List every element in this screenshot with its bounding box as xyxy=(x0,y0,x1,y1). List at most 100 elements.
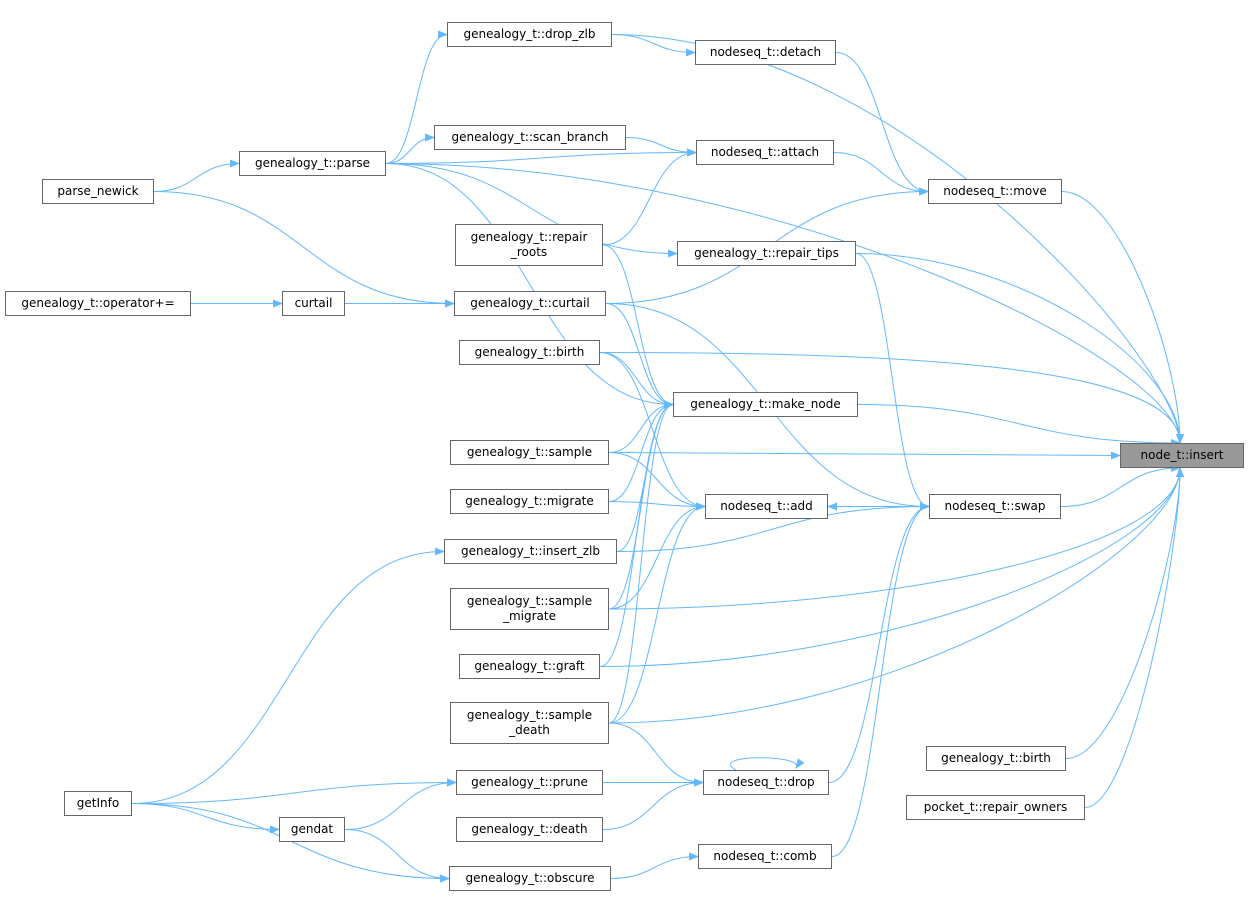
node-label: getInfo xyxy=(76,796,120,810)
edge-parse-to-attach xyxy=(385,148,697,164)
node-label: genealogy_t::make_node xyxy=(690,397,841,411)
node-comb[interactable]: nodeseq_t::comb xyxy=(698,844,832,869)
node-detach[interactable]: nodeseq_t::detach xyxy=(695,40,836,65)
edge-parse-to-drop_zlb xyxy=(385,30,448,164)
edge-death-to-drop xyxy=(602,778,704,830)
node-birth-r[interactable]: genealogy_t::birth xyxy=(926,746,1066,771)
edge-detach-to-move xyxy=(835,52,929,196)
node-label: genealogy_t::migrate xyxy=(465,494,594,508)
edge-gendat-to-obscure xyxy=(344,829,450,883)
node-move[interactable]: nodeseq_t::move xyxy=(928,179,1062,204)
node-label: genealogy_t::obscure xyxy=(465,871,595,885)
node-label: node_t::insert xyxy=(1140,448,1224,462)
edge-birth_r-to-insert xyxy=(1065,467,1184,759)
node-label: genealogy_t::operator+= xyxy=(21,296,175,310)
node-repair-owners[interactable]: pocket_t::repair_owners xyxy=(906,795,1085,820)
edge-repair_roots-to-attach xyxy=(602,148,697,246)
node-migrate[interactable]: genealogy_t::migrate xyxy=(450,489,609,514)
edge-sample-to-insert xyxy=(608,451,1121,460)
node-death[interactable]: genealogy_t::death xyxy=(456,817,603,842)
node-insert: node_t::insert xyxy=(1120,443,1244,468)
edge-repair_tips-to-swap xyxy=(855,253,930,511)
edge-graft-to-insert xyxy=(599,467,1184,667)
node-graft[interactable]: genealogy_t::graft xyxy=(459,654,600,679)
node-label: genealogy_t::death xyxy=(471,822,588,836)
edge-drop-to-drop xyxy=(730,757,805,771)
node-label: pocket_t::repair_owners xyxy=(923,800,1068,814)
edge-parse_newick-to-parse xyxy=(153,159,240,192)
node-attach[interactable]: nodeseq_t::attach xyxy=(696,140,834,165)
edge-attach-to-move xyxy=(833,152,929,196)
node-label: genealogy_t::sample xyxy=(466,445,593,459)
node-curtail[interactable]: genealogy_t::curtail xyxy=(454,291,606,316)
node-label: genealogy_t::birth xyxy=(941,751,1051,765)
edge-parse-to-make_node xyxy=(385,163,674,409)
edge-parse-to-scan_branch xyxy=(385,133,435,164)
node-getInfo[interactable]: getInfo xyxy=(64,791,132,816)
edge-parse-to-repair_tips xyxy=(385,163,678,258)
node-sample-death[interactable]: genealogy_t::sample_death xyxy=(450,702,609,744)
edge-sample-to-make_node xyxy=(608,400,674,453)
edge-sample-to-add xyxy=(608,452,706,511)
node-prune[interactable]: genealogy_t::prune xyxy=(456,770,603,795)
edge-graft-to-make_node xyxy=(599,400,674,667)
node-label: genealogy_t::insert_zlb xyxy=(461,544,600,558)
edge-gendat-to-prune xyxy=(344,778,457,830)
edge-obscure-to-comb xyxy=(610,852,699,879)
node-insert-zlb[interactable]: genealogy_t::insert_zlb xyxy=(444,539,617,564)
node-label: genealogy_t::prune xyxy=(471,775,588,789)
node-label: nodeseq_t::attach xyxy=(710,145,820,159)
node-scan-branch[interactable]: genealogy_t::scan_branch xyxy=(434,125,626,150)
node-label: nodeseq_t::detach xyxy=(709,45,822,59)
node-operator-pluseq[interactable]: genealogy_t::operator+= xyxy=(5,291,191,316)
node-label: curtail xyxy=(294,296,333,310)
node-repair-tips[interactable]: genealogy_t::repair_tips xyxy=(677,241,856,266)
node-parse[interactable]: genealogy_t::parse xyxy=(239,151,386,176)
edge-sample_death-to-add xyxy=(608,502,706,724)
node-label: genealogy_t::scan_branch xyxy=(451,130,609,144)
node-parse-newick[interactable]: parse_newick xyxy=(42,179,154,204)
node-label: gendat xyxy=(290,822,334,836)
edge-sample_migrate-to-add xyxy=(608,502,706,610)
node-obscure[interactable]: genealogy_t::obscure xyxy=(449,866,611,891)
edge-sample_death-to-insert xyxy=(608,467,1184,724)
edge-sample_migrate-to-insert xyxy=(608,467,1184,610)
node-label: nodeseq_t::add xyxy=(720,499,813,513)
edge-parse-to-insert xyxy=(385,163,1184,444)
node-label: genealogy_t::parse xyxy=(254,156,371,170)
node-label: genealogy_t::birth xyxy=(474,345,585,359)
edge-parse_newick-to-curtail xyxy=(153,191,455,308)
node-sample[interactable]: genealogy_t::sample xyxy=(450,440,609,465)
node-birth-l[interactable]: genealogy_t::birth xyxy=(459,340,600,365)
node-curtail-fn[interactable]: curtail xyxy=(282,291,345,316)
edge-migrate-to-add xyxy=(608,501,706,511)
node-label: nodeseq_t::move xyxy=(943,184,1047,198)
node-label: parse_newick xyxy=(57,184,139,198)
node-add[interactable]: nodeseq_t::add xyxy=(705,494,828,519)
node-label: genealogy_t::sample xyxy=(466,594,593,608)
edge-migrate-to-make_node xyxy=(608,400,674,502)
node-label: genealogy_t::repair_tips xyxy=(694,246,839,260)
edge-sample_death-to-make_node xyxy=(608,400,674,724)
node-label: nodeseq_t::swap xyxy=(944,499,1046,513)
node-swap[interactable]: nodeseq_t::swap xyxy=(929,494,1061,519)
edge-birth_l-to-make_node xyxy=(599,352,674,409)
edge-scan_branch-to-attach xyxy=(625,137,697,157)
edge-drop-to-swap xyxy=(828,502,930,783)
node-drop-zlb[interactable]: genealogy_t::drop_zlb xyxy=(447,22,612,47)
node-gendat[interactable]: gendat xyxy=(279,817,345,842)
edge-comb-to-swap xyxy=(831,502,930,857)
node-sample-migrate[interactable]: genealogy_t::sample_migrate xyxy=(450,588,609,630)
edge-swap-to-insert xyxy=(1060,464,1181,507)
node-label: _death xyxy=(509,723,550,737)
node-label: genealogy_t::curtail xyxy=(470,296,590,310)
edge-repair_owners-to-insert xyxy=(1084,467,1184,808)
edge-make_node-to-insert xyxy=(857,404,1181,447)
node-repair-roots[interactable]: genealogy_t::repair_roots xyxy=(455,224,603,266)
node-make-node[interactable]: genealogy_t::make_node xyxy=(673,392,858,417)
node-label: genealogy_t::repair xyxy=(470,230,588,244)
edge-sample_death-to-drop xyxy=(608,722,704,787)
node-drop[interactable]: nodeseq_t::drop xyxy=(703,770,829,795)
